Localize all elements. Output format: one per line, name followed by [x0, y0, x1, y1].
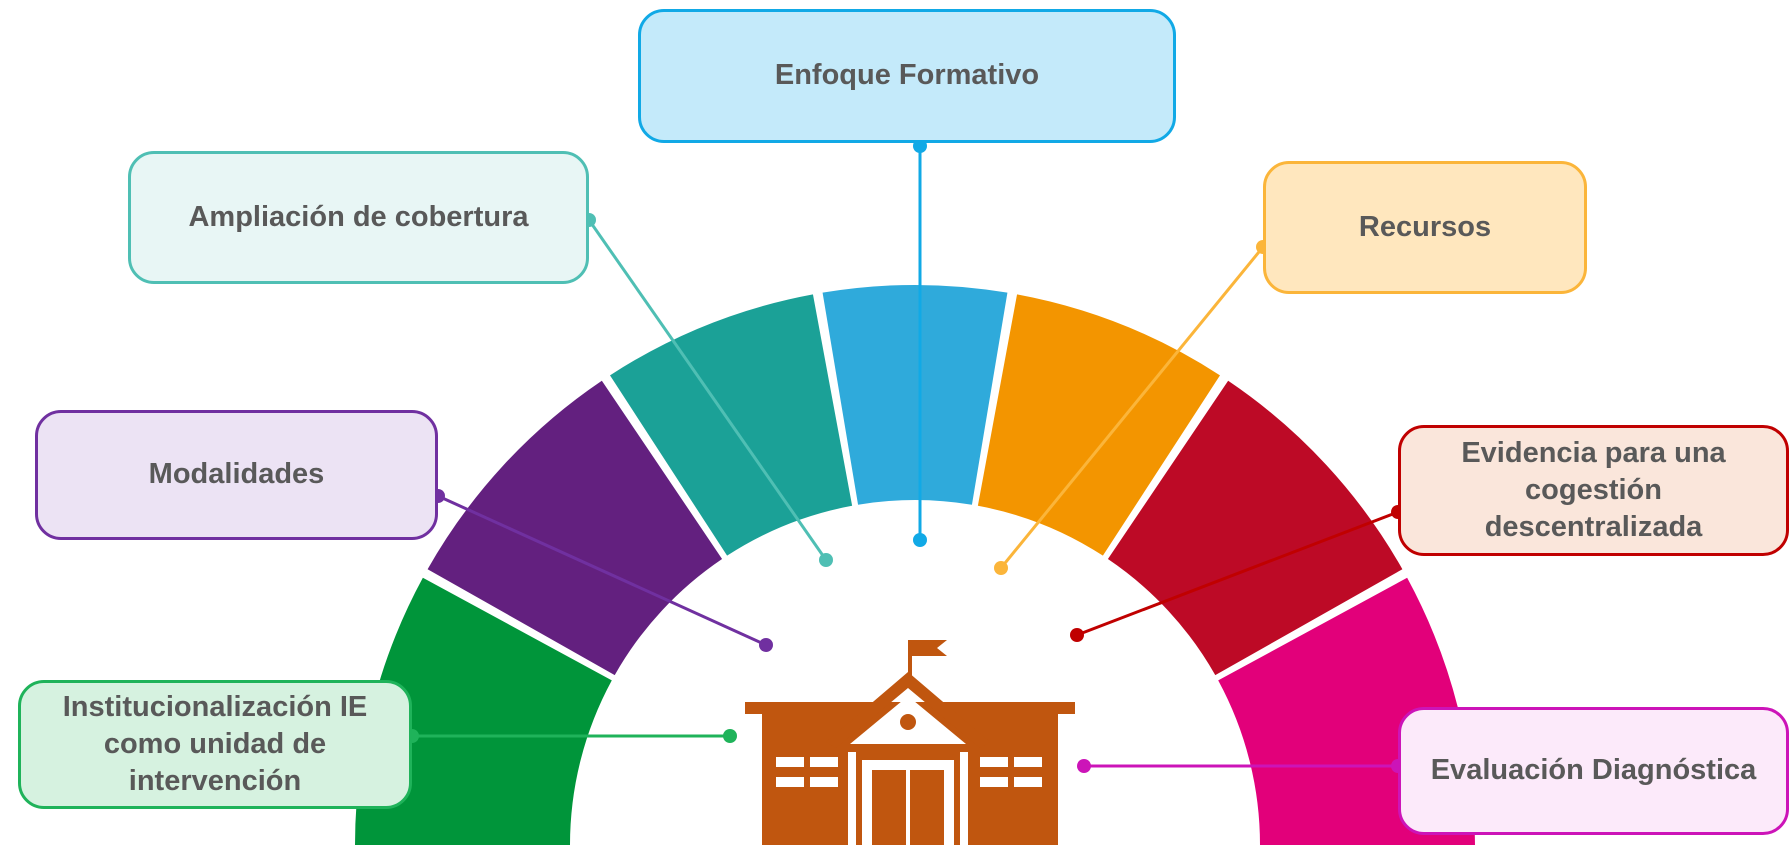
arc-segment-modalidades	[427, 380, 723, 676]
arc-segment-recursos	[977, 294, 1220, 556]
node-evidencia-label: Evidencia para una cogestión descentrali…	[1461, 436, 1726, 544]
node-recursos: Recursos	[1263, 161, 1587, 294]
connector-line-evidencia	[1076, 510, 1399, 637]
node-ampliacion-label: Ampliación de cobertura	[188, 200, 529, 233]
node-ampliacion: Ampliación de cobertura	[128, 151, 589, 284]
arc-segment-evidencia	[1107, 380, 1403, 676]
node-enfoque: Enfoque Formativo	[638, 9, 1176, 143]
arc-segment-enfoque	[822, 285, 1008, 505]
connector-dot-inner-modalidades	[759, 638, 773, 652]
node-modalidades: Modalidades	[35, 410, 438, 540]
school-building-icon	[745, 640, 1075, 845]
connector-dot-inner-evaluacion	[1077, 759, 1091, 773]
connector-dot-inner-ampliacion	[819, 553, 833, 567]
node-evaluacion-label: Evaluación Diagnóstica	[1430, 754, 1757, 787]
connector-line-recursos	[999, 246, 1265, 569]
node-institucionalizacion-label: Institucionalización IE como unidad de i…	[62, 690, 368, 798]
node-enfoque-label: Enfoque Formativo	[774, 59, 1040, 92]
arc-segments	[355, 285, 1475, 845]
node-evaluacion: Evaluación Diagnóstica	[1398, 707, 1789, 835]
node-recursos-label: Recursos	[1358, 210, 1492, 243]
connector-dot-inner-evidencia	[1070, 628, 1084, 642]
connector-dot-inner-enfoque	[913, 533, 927, 547]
arc-segment-institucionalizacion	[355, 577, 612, 845]
connector-line-modalidades	[437, 494, 767, 647]
node-institucionalizacion: Institucionalización IE como unidad de i…	[18, 680, 412, 809]
node-evidencia: Evidencia para una cogestión descentrali…	[1398, 425, 1789, 556]
connector-line-ampliacion	[587, 219, 828, 561]
connector-dot-inner-institucionalizacion	[723, 729, 737, 743]
node-modalidades-label: Modalidades	[148, 458, 325, 491]
connector-dot-inner-recursos	[994, 561, 1008, 575]
